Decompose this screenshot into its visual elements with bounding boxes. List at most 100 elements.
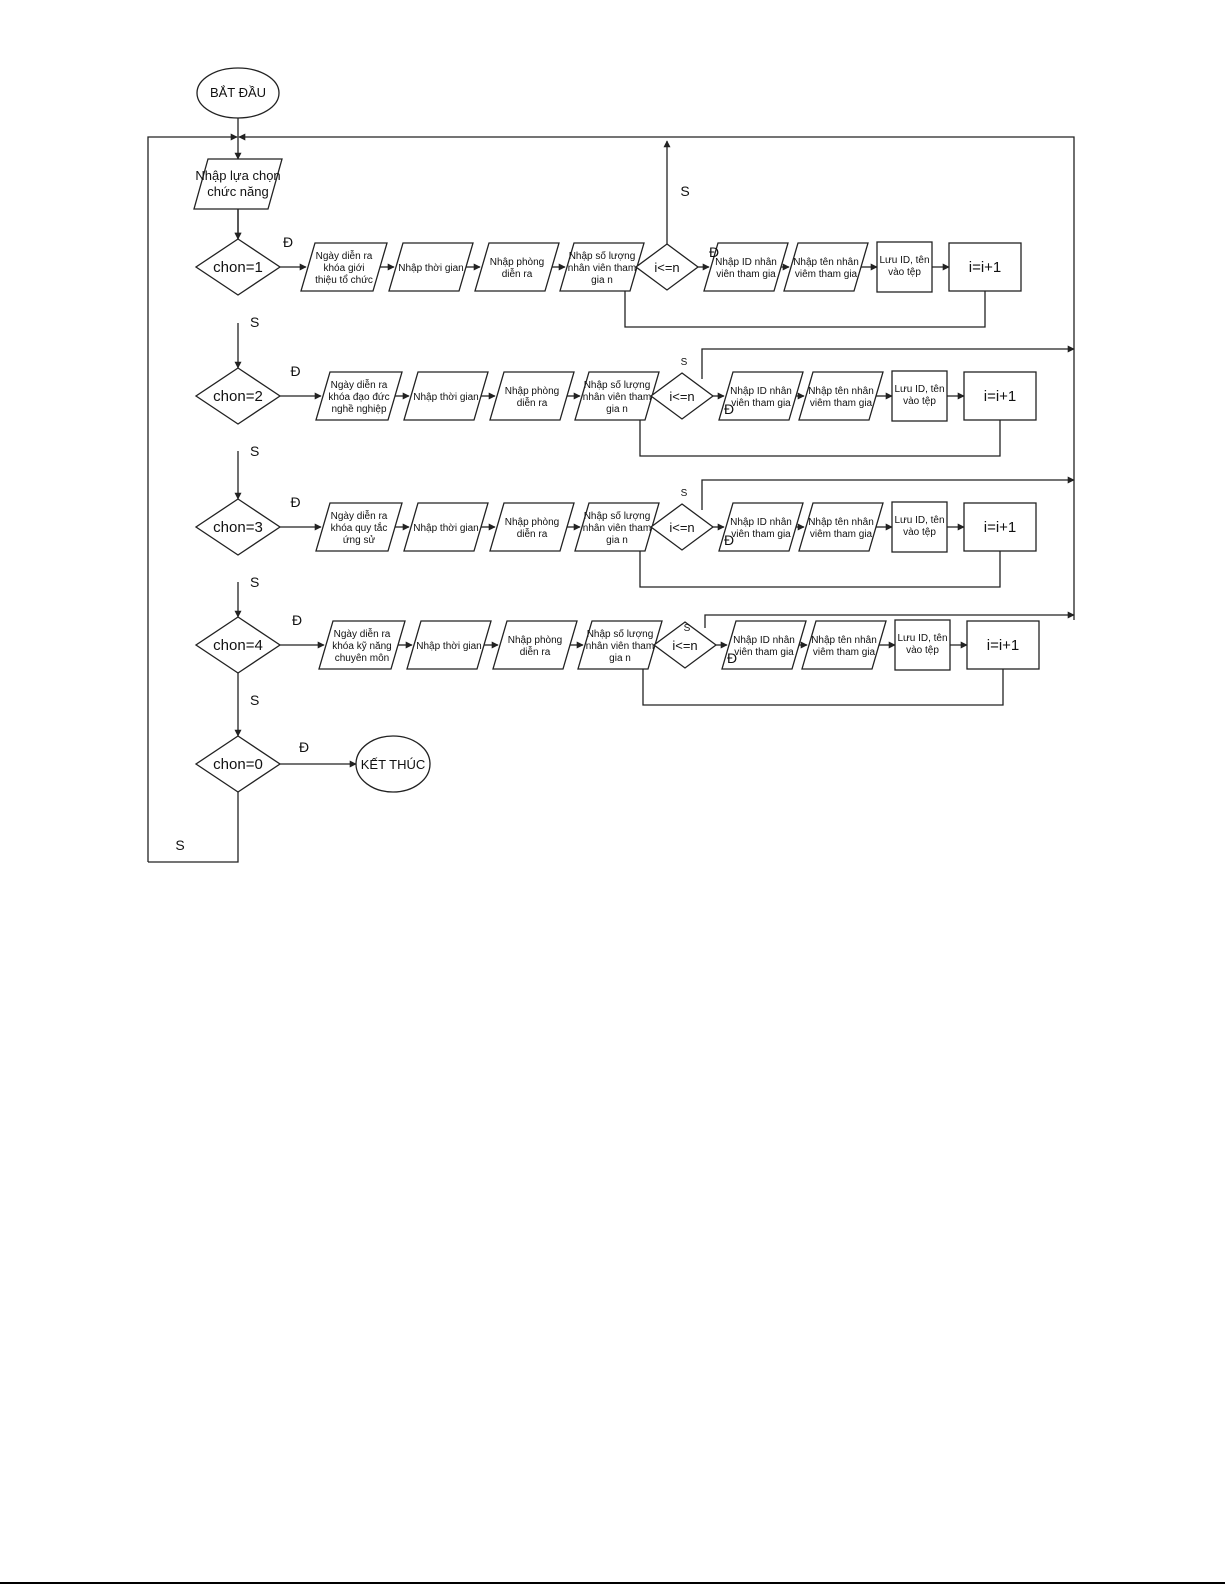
- loop-exit-line-row-3: [701, 476, 1075, 510]
- save-process-row-3: [891, 501, 948, 553]
- loop-decision-row-3: [649, 503, 715, 551]
- end-label: KẾT THÚC: [361, 757, 426, 772]
- loop-yes-label-row-4: Đ: [727, 650, 737, 666]
- time-input-label-row-4: Nhập thời gian: [416, 641, 482, 652]
- increment-process-row-1: [948, 242, 1022, 292]
- room-input-row-1: [474, 242, 560, 292]
- condition-label-row-4: chon=4: [213, 637, 263, 654]
- exit-decision: [194, 735, 282, 793]
- yes-label-row-3: Đ: [290, 494, 300, 510]
- loop-no-label-row-1: S: [680, 183, 689, 199]
- no-label-row-3: S: [250, 574, 259, 590]
- name-input-row-2: [798, 371, 884, 421]
- increment-label-row-2: i=i+1: [984, 388, 1017, 405]
- decision-row-2: [194, 367, 282, 425]
- id-input-row-2: [718, 371, 804, 421]
- name-input-row-4: [801, 620, 887, 670]
- decision-row-4: [194, 616, 282, 674]
- yes-label-row-2: Đ: [290, 363, 300, 379]
- loop-yes-label-row-2: Đ: [724, 401, 734, 417]
- loop-condition-label-row-1: i<=n: [654, 260, 679, 275]
- loop-decision-row-1: [634, 243, 700, 291]
- page-bottom-rule: [0, 1582, 1225, 1584]
- condition-label-row-1: chon=1: [213, 259, 263, 276]
- menu-input-shape: [193, 158, 283, 210]
- exit-yes-label: Đ: [299, 739, 309, 755]
- room-input-row-3: [489, 502, 575, 552]
- increment-process-row-3: [963, 502, 1037, 552]
- date-input-row-1: [300, 242, 388, 292]
- loop-no-label-row-4: S: [684, 623, 691, 634]
- condition-label-row-3: chon=3: [213, 519, 263, 536]
- name-input-row-3: [798, 502, 884, 552]
- increment-label-row-1: i=i+1: [969, 259, 1002, 276]
- increment-process-row-4: [966, 620, 1040, 670]
- return-line-left: [147, 133, 238, 862]
- save-process-row-1: [876, 241, 933, 293]
- condition-label-row-2: chon=2: [213, 388, 263, 405]
- decision-row-1: [194, 238, 282, 296]
- time-input-label-row-2: Nhập thời gian: [413, 392, 479, 403]
- end-terminal: [355, 735, 431, 793]
- date-input-row-4: [318, 620, 406, 670]
- increment-process-row-2: [963, 371, 1037, 421]
- yes-label-row-4: Đ: [292, 612, 302, 628]
- no-label-row-2: S: [250, 443, 259, 459]
- loop-decision-row-4: [652, 621, 718, 669]
- connector-lines: [147, 118, 1075, 863]
- loop-condition-label-row-4: i<=n: [672, 638, 697, 653]
- decision-row-3: [194, 498, 282, 556]
- flowchart-shapes: [193, 67, 1040, 793]
- id-input-row-4: [721, 620, 807, 670]
- save-process-row-4: [894, 619, 951, 671]
- date-input-row-2: [315, 371, 403, 421]
- exit-no-label: S: [175, 837, 184, 853]
- save-process-row-2: [891, 370, 948, 422]
- start-terminal: [196, 67, 280, 119]
- time-input-label-row-3: Nhập thời gian: [413, 523, 479, 534]
- loop-condition-label-row-2: i<=n: [669, 389, 694, 404]
- loop-yes-label-row-1: Đ: [709, 244, 719, 260]
- date-input-row-3: [315, 502, 403, 552]
- time-input-label-row-1: Nhập thời gian: [398, 263, 464, 274]
- loop-decision-row-2: [649, 372, 715, 420]
- id-input-row-1: [703, 242, 789, 292]
- count-input-row-1: [559, 242, 645, 292]
- no-label-row-1: S: [250, 314, 259, 330]
- no-label-row-4: S: [250, 692, 259, 708]
- increment-label-row-4: i=i+1: [987, 637, 1020, 654]
- loop-condition-label-row-3: i<=n: [669, 520, 694, 535]
- id-input-row-3: [718, 502, 804, 552]
- time-input-row-3: [403, 502, 489, 552]
- exit-no-line: [148, 792, 239, 863]
- return-line-right: [238, 133, 1075, 620]
- count-input-row-4: [577, 620, 663, 670]
- room-input-row-4: [492, 620, 578, 670]
- loop-exit-line-row-4: [704, 611, 1075, 628]
- count-input-row-2: [574, 371, 660, 421]
